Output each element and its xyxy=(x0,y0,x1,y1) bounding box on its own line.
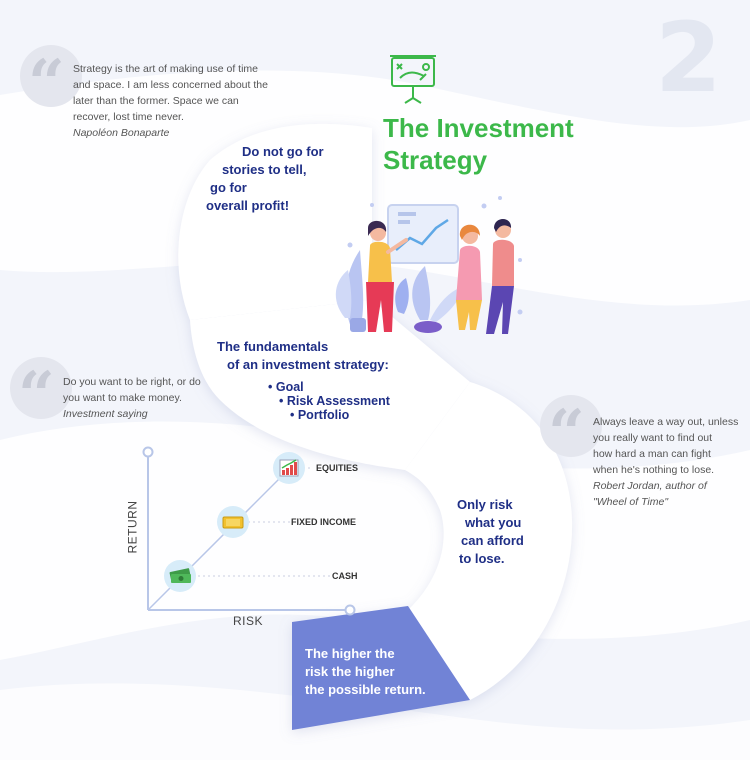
bullet-risk-assessment: • Risk Assessment xyxy=(279,394,390,408)
chart-level-label: EQUITIES xyxy=(316,463,359,473)
segment-line: stories to tell, xyxy=(222,162,307,177)
segment-line: risk the higher xyxy=(305,664,395,679)
quote-line: you really want to find out xyxy=(593,432,713,444)
quote-icon: “ xyxy=(28,46,65,121)
presentation-illustration xyxy=(335,196,523,334)
segment-top-text: Do not go for stories to tell, go for ov… xyxy=(206,143,346,215)
quote-line: Strategy is the art of making use of tim… xyxy=(73,63,259,75)
x-axis-label: RISK xyxy=(233,614,264,628)
quote-icon: “ xyxy=(18,358,55,433)
segment-line: what you xyxy=(465,515,522,530)
y-axis-label: RETURN xyxy=(125,500,140,554)
title-line-1: The Investment xyxy=(383,113,574,143)
quote-author: Napoléon Bonaparte xyxy=(73,127,170,139)
segment-line: go for xyxy=(210,180,247,195)
quote-line: later than the former. Space we can xyxy=(73,95,239,107)
bullet-portfolio: • Portfolio xyxy=(290,408,350,422)
segment-line: Only risk xyxy=(457,497,513,512)
strategy-board-icon-art xyxy=(390,55,436,104)
segment-bottom xyxy=(292,606,470,730)
cash-stack-icon xyxy=(164,560,196,592)
segment-line: The fundamentals xyxy=(217,339,329,354)
chart-level-label: CASH xyxy=(332,571,358,581)
quote-icon-background xyxy=(540,395,602,457)
segment-line: the possible return. xyxy=(305,682,426,697)
quote-line: Do you want to be right, or do xyxy=(63,376,201,388)
segment-line: Do not go for xyxy=(242,144,324,159)
page-title: The Investment Strategy xyxy=(383,112,613,176)
segment-line: can afford xyxy=(461,533,524,548)
quote-robert-jordan: Always leave a way out, unless you reall… xyxy=(593,414,748,510)
title-line-2: Strategy xyxy=(383,145,488,175)
quote-line: and space. I am less concerned about the xyxy=(73,79,268,91)
growth-chart-icon xyxy=(273,452,305,484)
segment-right-text: Only risk what you can afford to lose. xyxy=(457,496,557,568)
quote-line: when he's nothing to lose. xyxy=(593,464,715,476)
segment-middle xyxy=(190,300,470,470)
quote-line: how hard a man can fight xyxy=(593,448,711,460)
segment-line: The higher the xyxy=(305,646,395,661)
quote-line: you want to make money. xyxy=(63,392,182,404)
gold-bar-icon xyxy=(217,506,249,538)
page-number: 2 xyxy=(655,2,722,114)
quote-line: Always leave a way out, unless xyxy=(593,416,739,428)
segment-right xyxy=(405,382,573,700)
quote-napoleon: Strategy is the art of making use of tim… xyxy=(73,61,288,141)
segment-top xyxy=(178,123,372,320)
quote-author: Robert Jordan, author of xyxy=(593,480,707,492)
segment-bottom-text: The higher the risk the higher the possi… xyxy=(305,645,465,699)
quote-icon-background xyxy=(10,357,72,419)
quote-icon: “ xyxy=(548,396,585,471)
bullet-goal: • Goal xyxy=(268,380,304,394)
chart-level-label: FIXED INCOME xyxy=(291,517,357,527)
quote-line: recover, lost time never. xyxy=(73,111,184,123)
quote-investment-saying: Do you want to be right, or do you want … xyxy=(63,374,223,422)
segment-line: of an investment strategy: xyxy=(227,357,389,372)
quote-author: "Wheel of Time" xyxy=(593,496,669,508)
segment-line: to lose. xyxy=(459,551,505,566)
risk-return-axes xyxy=(142,446,356,616)
segment-middle-heading: The fundamentals of an investment strate… xyxy=(217,338,427,374)
quote-author: Investment saying xyxy=(63,408,148,420)
quote-icon-background xyxy=(20,45,82,107)
segment-line: overall profit! xyxy=(206,198,290,213)
